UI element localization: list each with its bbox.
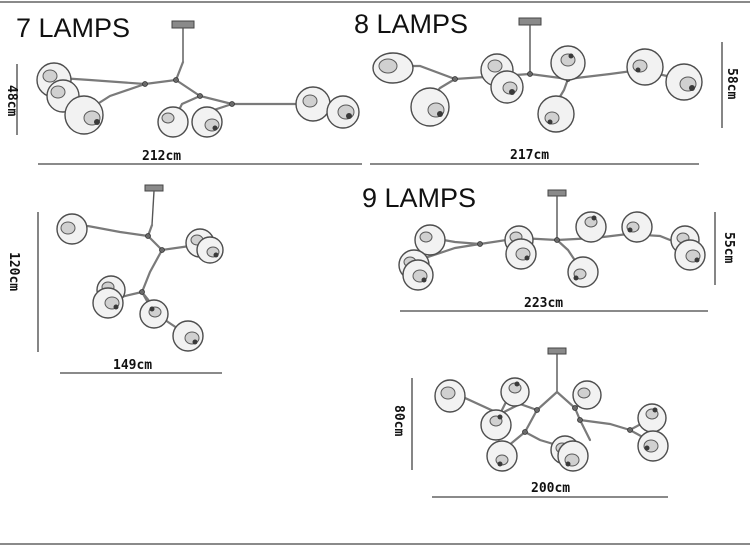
height-label: 48cm <box>4 85 19 116</box>
glass-globe <box>500 377 530 407</box>
joint <box>577 417 583 423</box>
glass-globe <box>674 239 706 271</box>
glass-globe <box>139 299 169 329</box>
glass-globe <box>567 256 599 288</box>
width-label: 200cm <box>531 481 570 496</box>
joint <box>142 81 148 87</box>
glass-globe <box>172 320 204 352</box>
glass-globe <box>414 224 446 256</box>
glass-globe <box>572 380 602 410</box>
cord <box>151 190 155 226</box>
diagram-title: 8 LAMPS <box>354 9 468 39</box>
diagram-title: 7 LAMPS <box>16 13 130 43</box>
arm <box>58 60 185 86</box>
glass-globe <box>505 238 537 270</box>
joint <box>554 237 560 243</box>
joint <box>534 407 540 413</box>
glass-globe <box>665 63 703 101</box>
glass-globe <box>575 211 607 243</box>
glass-globe <box>295 86 331 122</box>
height-label: 120cm <box>6 252 21 291</box>
joint <box>452 76 458 82</box>
arm <box>578 418 650 432</box>
joint <box>145 233 151 239</box>
canopy <box>547 347 567 355</box>
glass-globe <box>434 379 466 413</box>
width-label: 212cm <box>142 149 181 164</box>
arm <box>555 232 692 250</box>
glass-globe <box>410 87 450 127</box>
glass-globe <box>56 213 88 245</box>
arm <box>555 390 592 442</box>
joint <box>159 247 165 253</box>
width-label: 223cm <box>524 296 563 311</box>
height-label: 80cm <box>391 405 406 436</box>
width-label: 217cm <box>510 148 549 163</box>
glass-globe <box>191 106 223 138</box>
glass-globe <box>621 211 653 243</box>
canopy <box>171 20 195 29</box>
joint <box>522 429 528 435</box>
glass-globe <box>326 95 360 129</box>
glass-globe <box>402 259 434 291</box>
joint <box>627 427 633 433</box>
joint <box>477 241 483 247</box>
glass-globe <box>557 440 589 472</box>
canopy <box>547 189 567 197</box>
glass-globe <box>550 45 586 81</box>
joint <box>229 101 235 107</box>
canopy <box>518 17 542 26</box>
diagram-tall-variant: 120cm 149cm <box>6 184 224 374</box>
glass-globe <box>637 430 669 462</box>
glass-globe <box>480 409 512 441</box>
diagram-wide-variant: 80cm 200cm <box>391 347 669 498</box>
canopy <box>144 184 164 192</box>
glass-globe <box>486 440 518 472</box>
glass-globe <box>157 106 189 138</box>
joint <box>197 93 203 99</box>
glass-globe <box>92 287 124 319</box>
width-label: 149cm <box>113 358 152 373</box>
glass-globe <box>372 52 414 84</box>
diagram-eight-lamps: 8 LAMPS 58cm 217cm <box>354 9 739 165</box>
glass-globe <box>637 403 667 433</box>
joint <box>139 289 145 295</box>
diagram-nine-lamps: 9 LAMPS 55cm 223cm <box>362 183 736 312</box>
glass-globe <box>64 95 104 135</box>
joint <box>572 405 578 411</box>
glass-globe <box>490 70 524 104</box>
diagram-seven-lamps: 7 LAMPS 48cm 212cm <box>4 13 362 165</box>
height-label: 58cm <box>724 68 739 99</box>
joint <box>527 71 533 77</box>
glass-globe <box>626 48 664 86</box>
arm <box>76 223 154 238</box>
glass-globe <box>537 95 575 133</box>
height-label: 55cm <box>721 232 736 263</box>
glass-globe <box>196 236 224 264</box>
diagram-title: 9 LAMPS <box>362 183 476 213</box>
joint <box>173 77 179 83</box>
